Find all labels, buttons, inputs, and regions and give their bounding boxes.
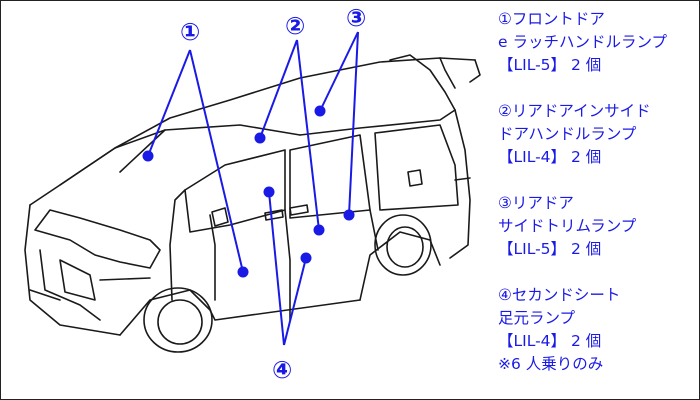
legend-line: ドアハンドルランプ xyxy=(498,125,637,143)
legend-line: 足元ランプ xyxy=(498,309,576,327)
legend-line: ①フロントドア xyxy=(498,10,605,28)
legend-item-front-door: ①フロントドア e ラッチハンドルランプ 【LIL-5】 2 個 xyxy=(498,8,698,77)
legend-line: e ラッチハンドルランプ xyxy=(498,33,667,51)
marker-rear-trim-1 xyxy=(314,105,326,117)
legend-line: サイドトリムランプ xyxy=(498,217,637,235)
marker-second-seat-1 xyxy=(263,186,275,198)
legend-item-rear-door-trim: ③リアドア サイドトリムランプ 【LIL-5】 2 個 xyxy=(498,192,698,261)
legend-line: 【LIL-5】 2 個 xyxy=(498,240,602,258)
callout-4: ④ xyxy=(272,356,293,384)
leader-lines xyxy=(147,31,359,346)
legend-item-rear-door-inside-handle: ②リアドアインサイド ドアハンドルランプ 【LIL-4】 2 個 xyxy=(498,100,698,169)
marker-rear-inside-handle-1 xyxy=(254,132,266,144)
legend-line: ※6 人乗りのみ xyxy=(498,355,604,373)
legend-item-second-seat: ④セカンドシート 足元ランプ 【LIL-4】 2 個 ※6 人乗りのみ xyxy=(498,284,698,376)
marker-front-door-1 xyxy=(142,150,154,162)
lamp-markers xyxy=(142,105,355,278)
car-outline xyxy=(24,54,481,353)
marker-front-door-2 xyxy=(237,266,249,278)
legend-line: ③リアドア xyxy=(498,194,574,212)
callout-1: ① xyxy=(180,18,201,46)
legend-line: 【LIL-4】 2 個 xyxy=(498,148,602,166)
callout-2: ② xyxy=(285,12,306,40)
callout-3: ③ xyxy=(346,4,367,32)
marker-rear-trim-2 xyxy=(343,209,355,221)
legend-line: 【LIL-4】 2 個 xyxy=(498,332,602,350)
legend-line: 【LIL-5】 2 個 xyxy=(498,56,602,74)
legend-line: ②リアドアインサイド xyxy=(498,102,651,120)
legend: ①フロントドア e ラッチハンドルランプ 【LIL-5】 2 個 ②リアドアイン… xyxy=(498,8,698,399)
marker-rear-inside-handle-2 xyxy=(313,224,325,236)
marker-second-seat-2 xyxy=(300,252,312,264)
legend-line: ④セカンドシート xyxy=(498,286,621,304)
